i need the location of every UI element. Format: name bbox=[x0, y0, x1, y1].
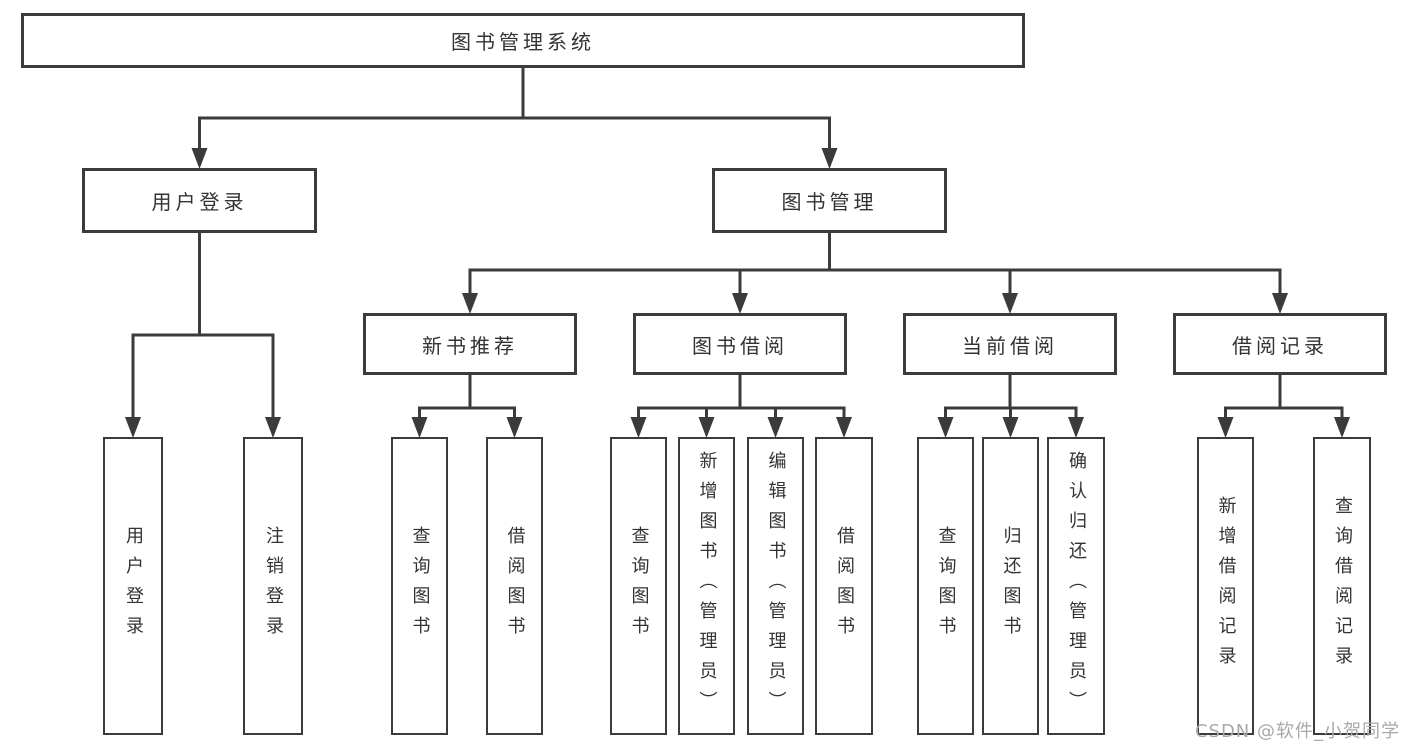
arrowhead-icon bbox=[1334, 417, 1350, 438]
leaf-label: 借阅图书 bbox=[834, 526, 855, 646]
node-book-management: 图书管理 bbox=[712, 168, 947, 233]
node-add-borrow-record: 新增借阅记录 bbox=[1197, 437, 1254, 735]
node-query-borrow-record: 查询借阅记录 bbox=[1313, 437, 1371, 735]
arrowhead-icon bbox=[821, 148, 838, 169]
arrowhead-icon bbox=[1217, 417, 1234, 438]
node-user-login: 用户登录 bbox=[82, 168, 317, 233]
arrowhead-icon bbox=[462, 293, 478, 314]
node-user-login-action: 用户登录 bbox=[103, 437, 163, 735]
arrowhead-icon bbox=[937, 417, 954, 438]
arrowhead-icon bbox=[1002, 293, 1018, 314]
node-borrow-books: 借阅图书 bbox=[815, 437, 873, 735]
csdn-watermark: CSDN @软件_小贺同学 bbox=[1194, 721, 1400, 742]
node-query-books-recommend: 查询图书 bbox=[391, 437, 448, 735]
leaf-label: 新增图书（管理员） bbox=[696, 451, 718, 721]
leaf-label: 编辑图书（管理员） bbox=[765, 451, 787, 721]
leaf-label: 注销登录 bbox=[263, 526, 284, 646]
node-query-books-current: 查询图书 bbox=[917, 437, 974, 735]
node-confirm-return-admin: 确认归还（管理员） bbox=[1047, 437, 1105, 735]
arrowhead-icon bbox=[630, 417, 647, 438]
node-query-books-borrow: 查询图书 bbox=[610, 437, 667, 735]
leaf-label: 查询图书 bbox=[935, 526, 957, 646]
node-borrow-books-recommend: 借阅图书 bbox=[486, 437, 543, 735]
leaf-label: 用户登录 bbox=[123, 526, 144, 646]
leaf-label: 归还图书 bbox=[1000, 526, 1022, 646]
arrowhead-icon bbox=[411, 417, 428, 438]
node-borrow-records: 借阅记录 bbox=[1173, 313, 1387, 375]
arrowhead-icon bbox=[698, 417, 715, 438]
arrowhead-icon bbox=[1068, 417, 1084, 438]
node-current-borrowing: 当前借阅 bbox=[903, 313, 1117, 375]
arrowhead-icon bbox=[836, 417, 852, 438]
arrowhead-icon bbox=[732, 293, 748, 314]
arrowhead-icon bbox=[767, 417, 784, 438]
arrowhead-icon bbox=[1272, 293, 1288, 314]
node-edit-books-admin: 编辑图书（管理员） bbox=[747, 437, 804, 735]
arrowhead-icon bbox=[1002, 417, 1019, 438]
leaf-label: 查询借阅记录 bbox=[1332, 496, 1353, 676]
arrowhead-icon bbox=[191, 148, 208, 169]
node-logout: 注销登录 bbox=[243, 437, 303, 735]
node-book-borrowing: 图书借阅 bbox=[633, 313, 847, 375]
arrowhead-icon bbox=[125, 417, 141, 438]
node-add-books-admin: 新增图书（管理员） bbox=[678, 437, 735, 735]
leaf-label: 新增借阅记录 bbox=[1215, 496, 1237, 676]
arrowhead-icon bbox=[265, 417, 281, 438]
node-return-books: 归还图书 bbox=[982, 437, 1039, 735]
node-new-book-recommend: 新书推荐 bbox=[363, 313, 577, 375]
leaf-label: 查询图书 bbox=[409, 526, 431, 646]
leaf-label: 确认归还（管理员） bbox=[1066, 451, 1087, 721]
node-library-system: 图书管理系统 bbox=[21, 13, 1025, 68]
leaf-label: 借阅图书 bbox=[504, 526, 526, 646]
arrowhead-icon bbox=[506, 417, 523, 438]
leaf-label: 查询图书 bbox=[628, 526, 650, 646]
